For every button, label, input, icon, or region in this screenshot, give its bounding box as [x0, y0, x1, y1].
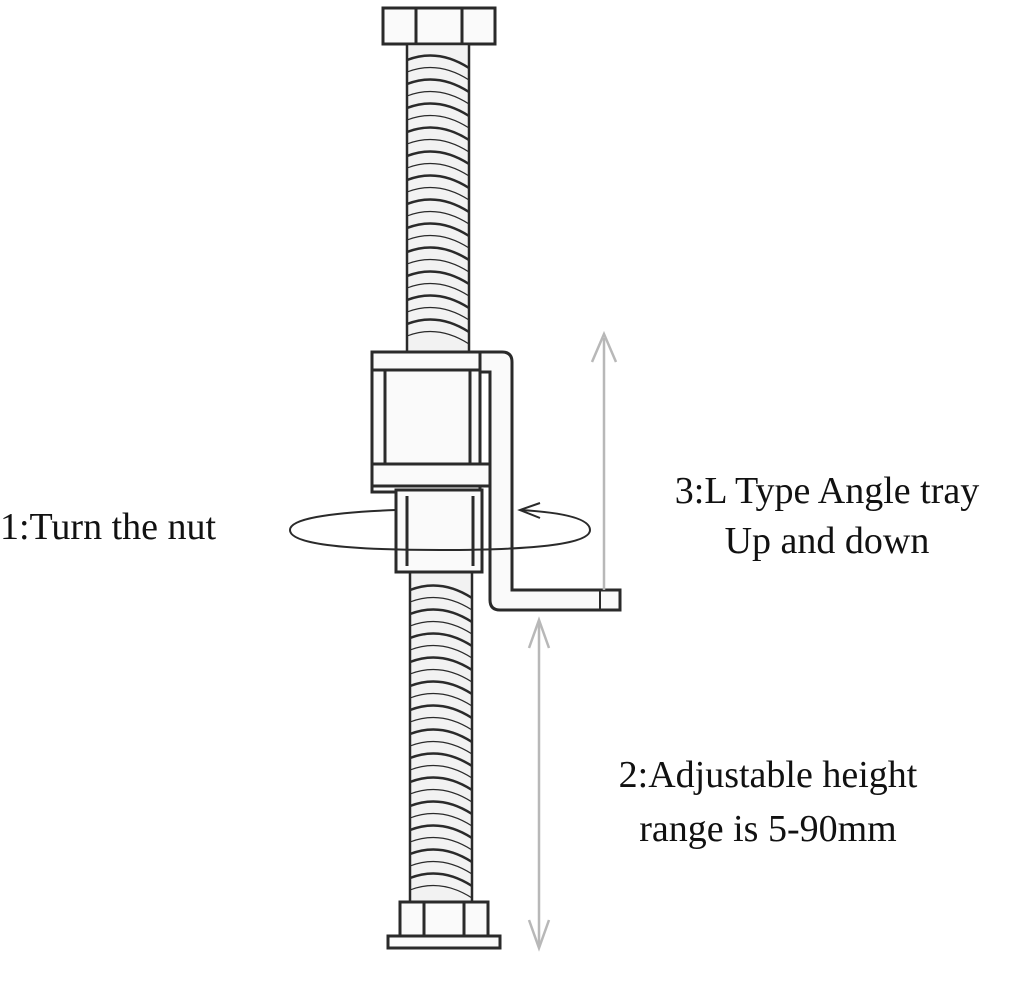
tray-up-down-arrow: [590, 330, 618, 590]
l-type-angle-tray: [478, 350, 622, 612]
label-height-range-line2: range is 5-90mm: [639, 808, 897, 850]
height-range-arrow: [527, 616, 551, 952]
label-angle-tray-line1: 3:L Type Angle tray: [674, 470, 980, 512]
bottom-hex-base: [386, 900, 502, 950]
label-turn-nut: 1:Turn the nut: [0, 506, 217, 548]
top-hex-head: [381, 6, 497, 46]
upper-threaded-rod: [405, 42, 471, 356]
label-height-range-line1: 2:Adjustable height: [618, 754, 918, 796]
label-angle-tray-line2: Up and down: [724, 520, 930, 562]
lower-nut: [394, 488, 484, 574]
rotation-arrow: [288, 502, 592, 552]
lower-threaded-rod: [408, 570, 474, 906]
upper-nut: [370, 350, 514, 494]
